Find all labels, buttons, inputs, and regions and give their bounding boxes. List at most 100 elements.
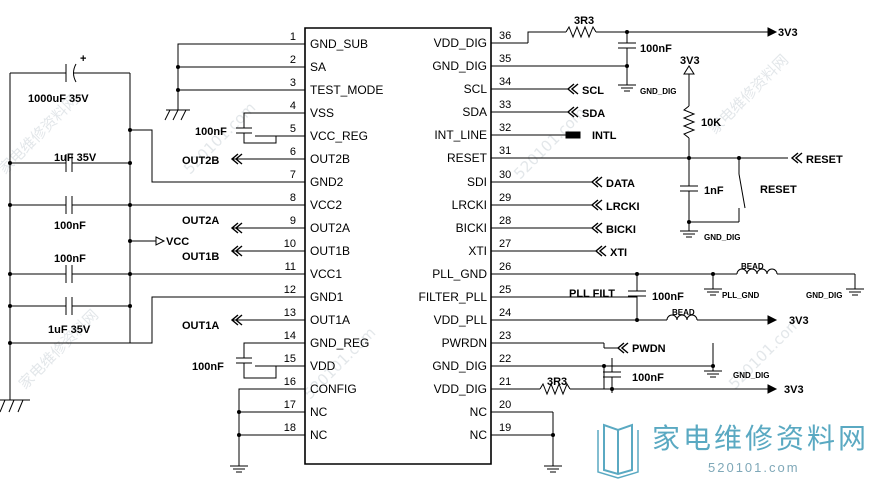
pin-name: BICKI: [456, 221, 487, 235]
pin-name: GND_REG: [310, 336, 369, 350]
pin-number: 26: [499, 261, 511, 273]
arrow-right-hollow-icon: [155, 236, 166, 246]
pin-name: OUT1A: [310, 313, 350, 327]
pin-name: XTI: [468, 244, 487, 258]
pin-number: 36: [499, 30, 511, 42]
pin-name: FILTER_PLL: [419, 290, 488, 304]
chevron-left-icon: [592, 200, 598, 210]
chevron-left-icon: [596, 200, 602, 210]
resistor-label: 3R3: [547, 376, 567, 388]
chevron-left-icon: [596, 246, 602, 256]
net-label-lrcki: LRCKI: [606, 201, 640, 213]
net-label-bicki: BICKI: [606, 224, 636, 236]
switch-label: RESET: [760, 184, 797, 196]
pin-number: 35: [499, 53, 511, 65]
junction-dots: [8, 30, 741, 437]
capacitor-label: 100nF: [652, 291, 684, 303]
chevron-left-icon: [572, 84, 578, 94]
pin-number: 9: [290, 215, 296, 227]
pin-name: NC: [310, 428, 328, 442]
capacitor-label: 100nF: [632, 372, 664, 384]
pin-name: RESET: [447, 151, 488, 165]
chevron-left-icon: [572, 107, 578, 117]
intl-connector-icon: [566, 132, 580, 138]
net-label-sda: SDA: [582, 108, 605, 120]
pin-number: 10: [284, 238, 296, 250]
left-labels: 1000uF 35V + 100nF OUT2B 1uF 35V 100nF O…: [28, 53, 227, 373]
chevron-left-icon: [236, 246, 242, 256]
supply-label: 3V3: [680, 55, 700, 67]
pin-name: NC: [310, 405, 328, 419]
pin-name: SDA: [462, 105, 487, 119]
pin-name: SDI: [467, 175, 487, 189]
right-pin-numbers: 36 35 34 33 32 31 30 29 28 27 26 25 24 2…: [499, 30, 511, 434]
logo-title: 家电维修资料网: [652, 422, 869, 455]
pin-number: 31: [499, 145, 511, 157]
net-label-out1a: OUT1A: [182, 320, 219, 332]
pin-number: 13: [284, 307, 296, 319]
chevron-left-icon: [236, 154, 242, 164]
capacitor-label: 1uF 35V: [54, 152, 97, 164]
pin-number: 15: [284, 353, 296, 365]
pin-number: 7: [290, 169, 296, 181]
net-label-xti: XTI: [610, 247, 627, 259]
pin-number: 19: [499, 422, 511, 434]
capacitor-label: 100nF: [192, 361, 224, 373]
watermark-url: 520101.com: [510, 104, 589, 183]
pin-number: 5: [290, 123, 296, 135]
pin-number: 27: [499, 238, 511, 250]
pin-number: 22: [499, 353, 511, 365]
net-label-pwdn: PWDN: [632, 343, 666, 355]
pin-number: 2: [290, 54, 296, 66]
pin-number: 34: [499, 76, 511, 88]
left-chevrons: [232, 154, 242, 325]
pin-name: OUT1B: [310, 244, 350, 258]
net-label-out2b: OUT2B: [182, 155, 219, 167]
pin-name: NC: [470, 428, 488, 442]
chevron-left-icon: [622, 343, 628, 353]
chevron-left-icon: [596, 177, 602, 187]
chevron-left-icon: [792, 153, 798, 163]
pin-number: 8: [290, 192, 296, 204]
chevron-left-icon: [232, 315, 238, 325]
arrow-up-hollow-icon: [683, 65, 695, 75]
net-label-pll-filt: PLL FILT: [569, 288, 615, 300]
site-logo: 家电维修资料网 520101.com: [598, 422, 869, 478]
chevron-left-icon: [600, 246, 606, 256]
chevron-left-icon: [232, 223, 238, 233]
capacitor-label: 100nF: [54, 253, 86, 265]
pin-name: VCC2: [310, 198, 342, 212]
left-pin-numbers: 1 2 3 4 5 6 7 8 9 10 11 12 13 14 15 16 1…: [284, 31, 296, 434]
ground-label: PLL_GND: [722, 291, 760, 300]
supply-label: VCC: [166, 236, 189, 248]
pin-number: 14: [284, 330, 296, 342]
capacitor-label: 1uF 35V: [48, 324, 91, 336]
pin-number: 16: [284, 376, 296, 388]
chevron-left-icon: [568, 84, 574, 94]
pin-number: 20: [499, 399, 511, 411]
capacitor-label: 100nF: [54, 220, 86, 232]
net-label-data: DATA: [606, 178, 635, 190]
pin-name: NC: [470, 405, 488, 419]
ground-label: GND_DIG: [806, 291, 842, 300]
capacitor-label: 1000uF 35V: [28, 93, 89, 105]
ic-body: [305, 28, 491, 464]
supply-label: 3V3: [789, 315, 809, 327]
ground-label: GND_DIG: [704, 233, 740, 242]
left-pin-leads: [255, 44, 305, 435]
chevron-left-icon: [232, 154, 238, 164]
pin-number: 23: [499, 330, 511, 342]
capacitor-label: 100nF: [640, 43, 672, 55]
pin-name: LRCKI: [452, 198, 487, 212]
net-label-out2a: OUT2A: [182, 215, 219, 227]
right-pin-leads: [491, 43, 528, 435]
pin-number: 3: [290, 77, 296, 89]
chevron-left-icon: [236, 223, 242, 233]
ground-label: GND_DIG: [733, 371, 769, 380]
bead-label: BEAD: [741, 262, 764, 271]
pin-number: 18: [284, 422, 296, 434]
pin-name: INT_LINE: [434, 128, 487, 142]
right-arrows: [566, 27, 778, 394]
polarity-mark: +: [80, 53, 86, 65]
arrow-right-icon: [767, 27, 778, 37]
